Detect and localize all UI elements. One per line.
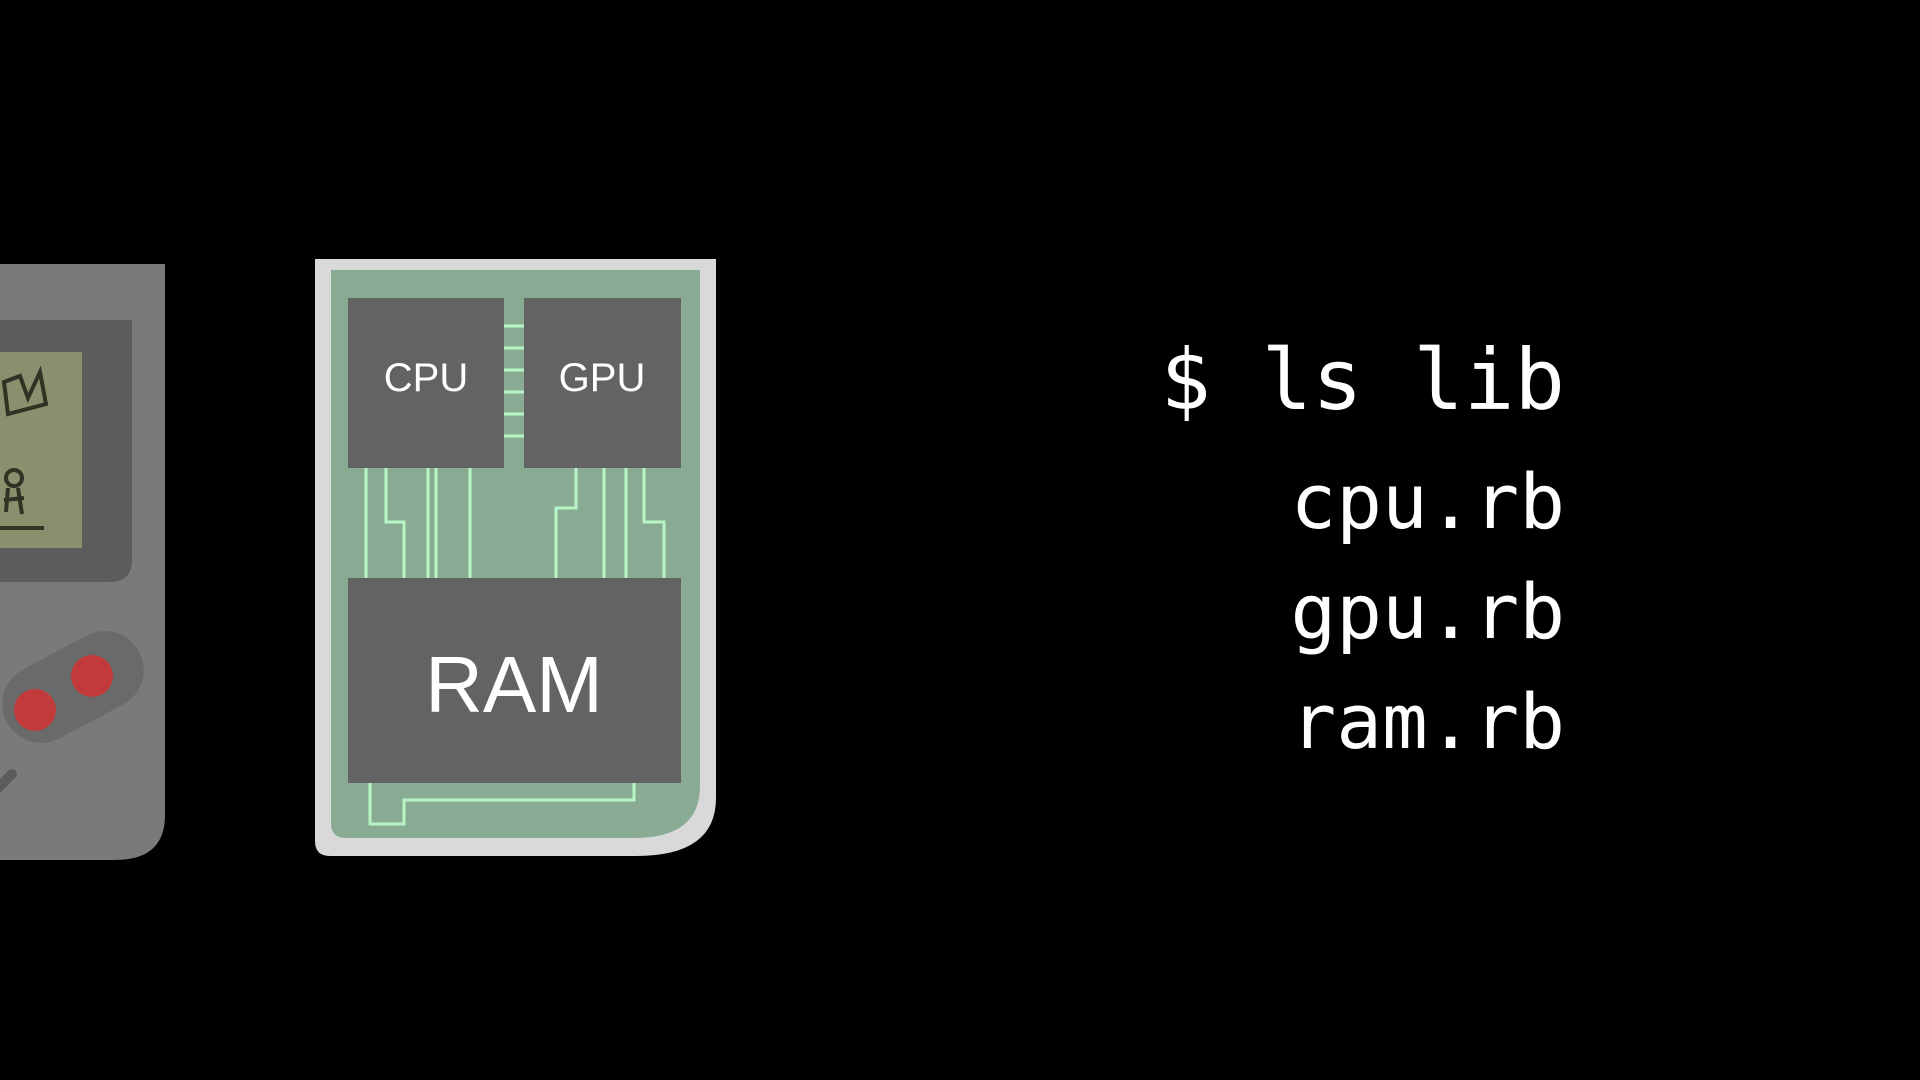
cpu-chip: CPU (348, 298, 504, 468)
game-console (0, 264, 165, 860)
console-speaker-slot (0, 769, 17, 794)
b-button-icon (14, 689, 56, 731)
file-list: cpu.rb gpu.rb ram.rb (1005, 447, 1565, 777)
a-button-icon (71, 655, 113, 697)
bus-traces-gpu-ram (554, 468, 666, 578)
cpu-label: CPU (384, 356, 468, 400)
terminal-listing: $ ls lib cpu.rb gpu.rb ram.rb (1005, 325, 1565, 777)
file-list-item: gpu.rb (1290, 567, 1565, 656)
gpu-chip: GPU (524, 298, 681, 468)
bus-traces-cpu-gpu (504, 324, 524, 438)
cartridge: CPU GPU RAM (315, 259, 716, 856)
bus-traces-cpu-ram (364, 468, 472, 578)
ram-label: RAM (425, 640, 603, 729)
file-list-item: cpu.rb (1290, 457, 1565, 546)
screen-game-logo-icon (0, 365, 49, 530)
bus-traces-ram-edge (368, 782, 636, 826)
console-ab-buttons (2, 631, 144, 743)
gpu-label: GPU (559, 356, 646, 400)
file-list-item: ram.rb (1290, 677, 1565, 766)
ram-chip: RAM (348, 578, 681, 783)
terminal-command: $ ls lib (1160, 331, 1565, 429)
